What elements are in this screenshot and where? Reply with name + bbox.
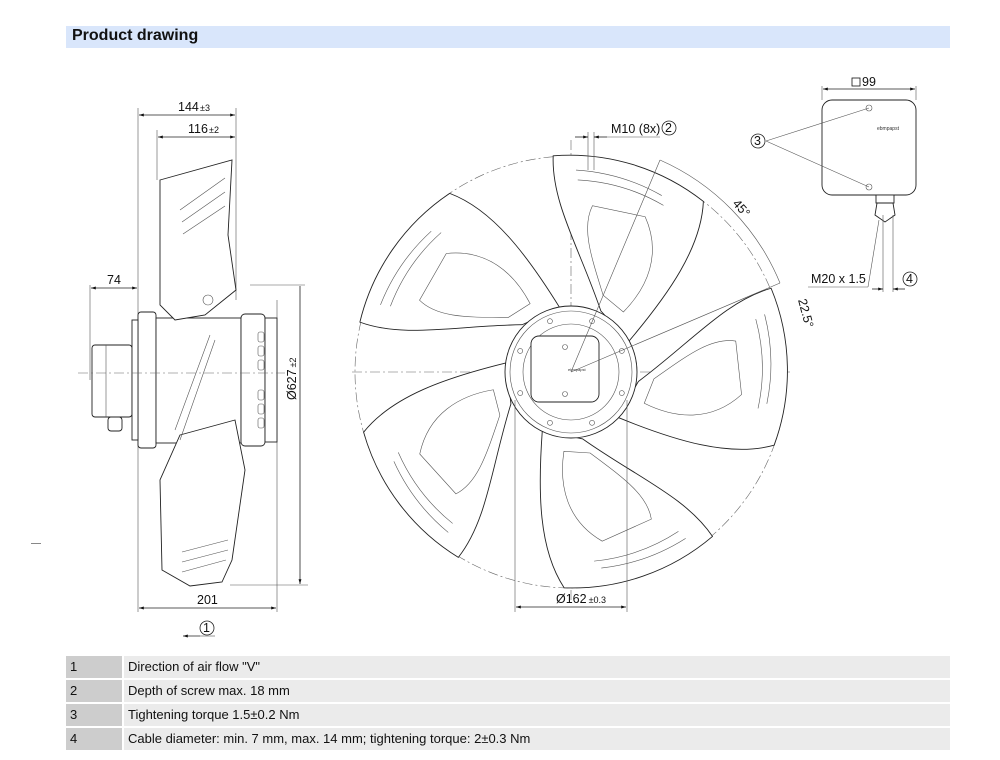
box-brand-mark: ebmpapst xyxy=(877,126,900,132)
hub-diameter: Ø162±0.3 xyxy=(556,592,606,606)
callout-3: 3 xyxy=(754,134,761,148)
dim-blade-depth-tol: ±2 xyxy=(209,125,219,135)
bolt-hole xyxy=(517,348,523,354)
callout-4: 4 xyxy=(906,272,913,286)
cooling-fins xyxy=(257,331,265,429)
callout-1: 1 xyxy=(203,621,210,635)
callout-circle-4 xyxy=(902,271,918,287)
rotor-end xyxy=(240,313,266,447)
fan-blade xyxy=(617,287,788,450)
legend-text: Cable diameter: min. 7 mm, max. 14 mm; t… xyxy=(124,728,950,750)
legend-text: Depth of screw max. 18 mm xyxy=(124,680,950,702)
legend-row: 1 Direction of air flow "V" xyxy=(66,656,950,678)
legend-number: 2 xyxy=(66,680,122,702)
terminal-box xyxy=(821,99,917,196)
legend-number: 1 xyxy=(66,656,122,678)
square-symbol-icon xyxy=(851,77,861,87)
callout-circle-1 xyxy=(199,620,215,636)
angle-45: 45° xyxy=(730,197,753,220)
callout-circle-2 xyxy=(661,120,677,136)
bolt-hole xyxy=(619,348,625,354)
thread-label: M10 (8x) xyxy=(611,122,660,136)
front-view: ebmpapst M10 (8x) 2 45° 22.5° Ø162±0.3 xyxy=(352,120,816,612)
legend-row: 3 Tightening torque 1.5±0.2 Nm xyxy=(66,704,950,726)
hub-bolts xyxy=(517,318,625,426)
cable-gland xyxy=(874,202,896,223)
bolt-hole xyxy=(517,390,523,396)
section-title: Product drawing xyxy=(72,27,199,44)
legend-row: 2 Depth of screw max. 18 mm xyxy=(66,680,950,702)
legend-table: 1 Direction of air flow "V" 2 Depth of s… xyxy=(66,656,950,752)
bolt-hole xyxy=(589,318,595,324)
terminal-box-view: 99 ebmpapst 3 M20 x 1.5 4 xyxy=(750,75,918,292)
fan-blade xyxy=(359,192,561,331)
stray-mark xyxy=(31,543,41,544)
bolt-hole xyxy=(619,390,625,396)
bolt-hole xyxy=(547,318,553,324)
section-title-bar: Product drawing xyxy=(66,26,950,48)
product-drawing: 144 ±3 116 ±2 74 Ø627±2 201 1 xyxy=(78,75,918,638)
terminal-box-side xyxy=(91,344,133,418)
callout-2: 2 xyxy=(665,121,672,135)
gland-label: M20 x 1.5 xyxy=(811,272,866,286)
hub-terminal-box xyxy=(530,335,600,403)
dim-blade-depth: 116 xyxy=(188,122,208,136)
dim-overall-depth-tol: ±3 xyxy=(200,103,210,113)
dim-square: 99 xyxy=(862,75,876,89)
fan-blade xyxy=(539,429,714,589)
motor-flange xyxy=(137,311,157,449)
legend-text: Direction of air flow "V" xyxy=(124,656,950,678)
legend-number: 4 xyxy=(66,728,122,750)
fan-blade xyxy=(363,362,512,558)
angle-22-5: 22.5° xyxy=(795,297,816,329)
blade-upper xyxy=(159,159,237,321)
callout-circle-3 xyxy=(750,133,766,149)
legend-row: 4 Cable diameter: min. 7 mm, max. 14 mm;… xyxy=(66,728,950,750)
side-view: 144 ±3 116 ±2 74 Ø627±2 201 1 xyxy=(78,100,308,638)
legend-number: 3 xyxy=(66,704,122,726)
fan-blade xyxy=(552,154,704,343)
dim-overall-depth: 144 xyxy=(178,100,199,114)
fan-blades xyxy=(359,154,788,589)
dim-diameter: Ø627±2 xyxy=(285,357,299,400)
bolt-hole xyxy=(547,420,553,426)
dim-base-depth: 201 xyxy=(197,593,218,607)
bolt-hole xyxy=(589,420,595,426)
blade-lower xyxy=(159,419,246,587)
legend-text: Tightening torque 1.5±0.2 Nm xyxy=(124,704,950,726)
dim-terminal-box: 74 xyxy=(107,273,121,287)
